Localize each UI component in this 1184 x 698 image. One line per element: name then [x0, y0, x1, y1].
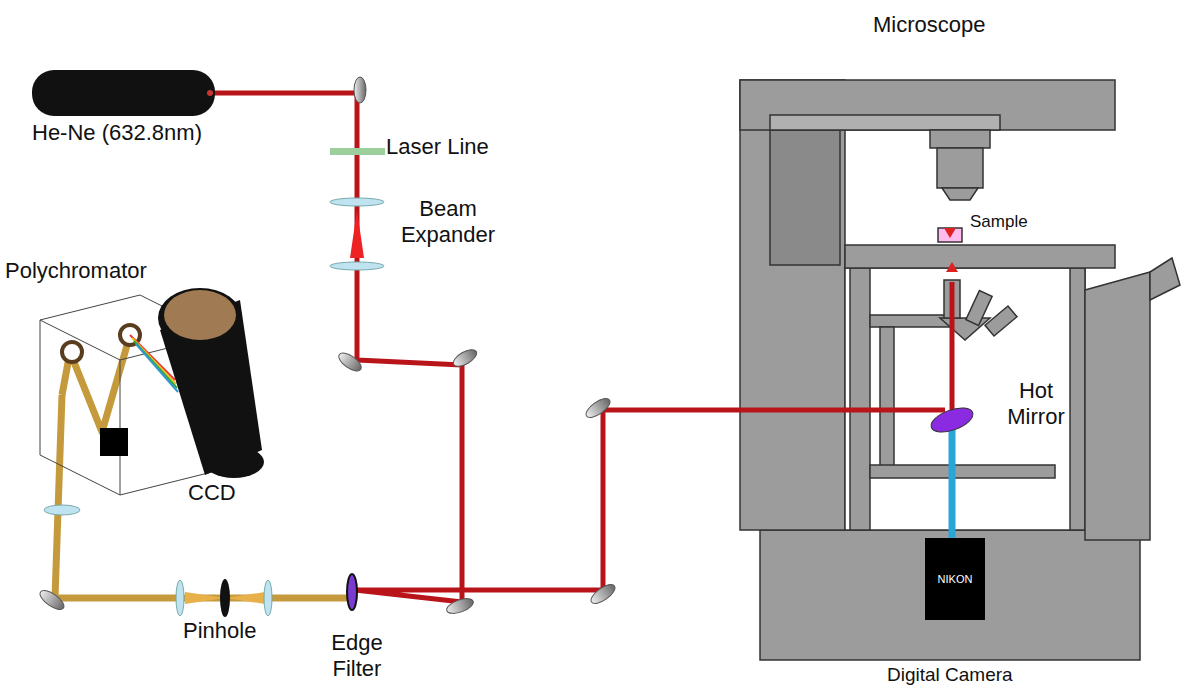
- camera-body: NIKON: [925, 538, 985, 620]
- laser-beam: [55, 93, 952, 602]
- part-label: Hot Mirror: [990, 378, 1082, 431]
- part-label: Edge Filter: [322, 630, 392, 683]
- part-label: Sample: [970, 212, 1028, 232]
- pinhole: [220, 579, 230, 617]
- polychromator-optics: [62, 325, 178, 456]
- part-label: Digital Camera: [887, 664, 1013, 687]
- part-label: Laser Line: [386, 134, 489, 160]
- part-label: Polychromator: [5, 258, 147, 284]
- laser-tube: [32, 70, 215, 116]
- ccd-camera: [158, 288, 264, 478]
- brand-text: NIKON: [938, 573, 973, 585]
- edge-filter: [347, 574, 357, 610]
- part-label: Beam Expander: [388, 196, 508, 249]
- focus-cone: [946, 262, 958, 272]
- microscope-body: [740, 80, 1180, 660]
- mirror: [37, 77, 618, 616]
- part-label: Microscope: [873, 12, 985, 38]
- laser-line-filter: [330, 148, 385, 155]
- part-label: CCD: [188, 480, 236, 506]
- part-label: He-Ne (632.8nm): [32, 120, 202, 146]
- sample-spot: [944, 228, 956, 238]
- part-label: Pinhole: [183, 618, 256, 644]
- hot-mirror: [928, 403, 976, 437]
- expanded-beam: [350, 210, 364, 258]
